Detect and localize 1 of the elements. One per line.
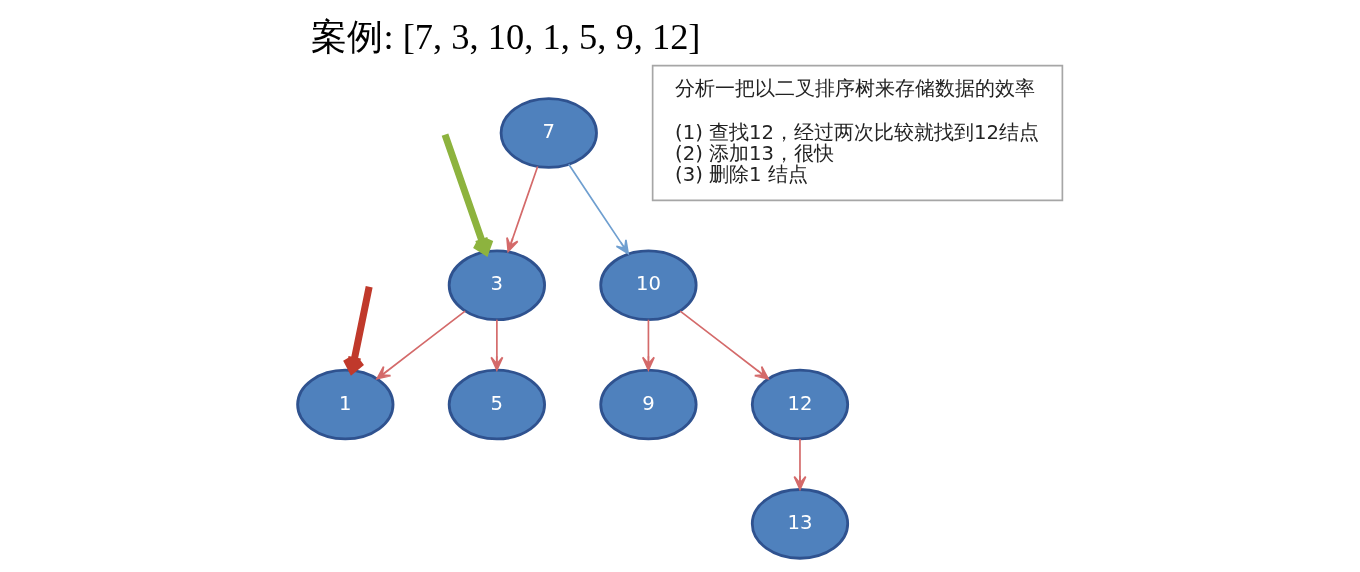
diagram-title: 案例: [7, 3, 10, 1, 5, 9, 12] (311, 15, 701, 57)
